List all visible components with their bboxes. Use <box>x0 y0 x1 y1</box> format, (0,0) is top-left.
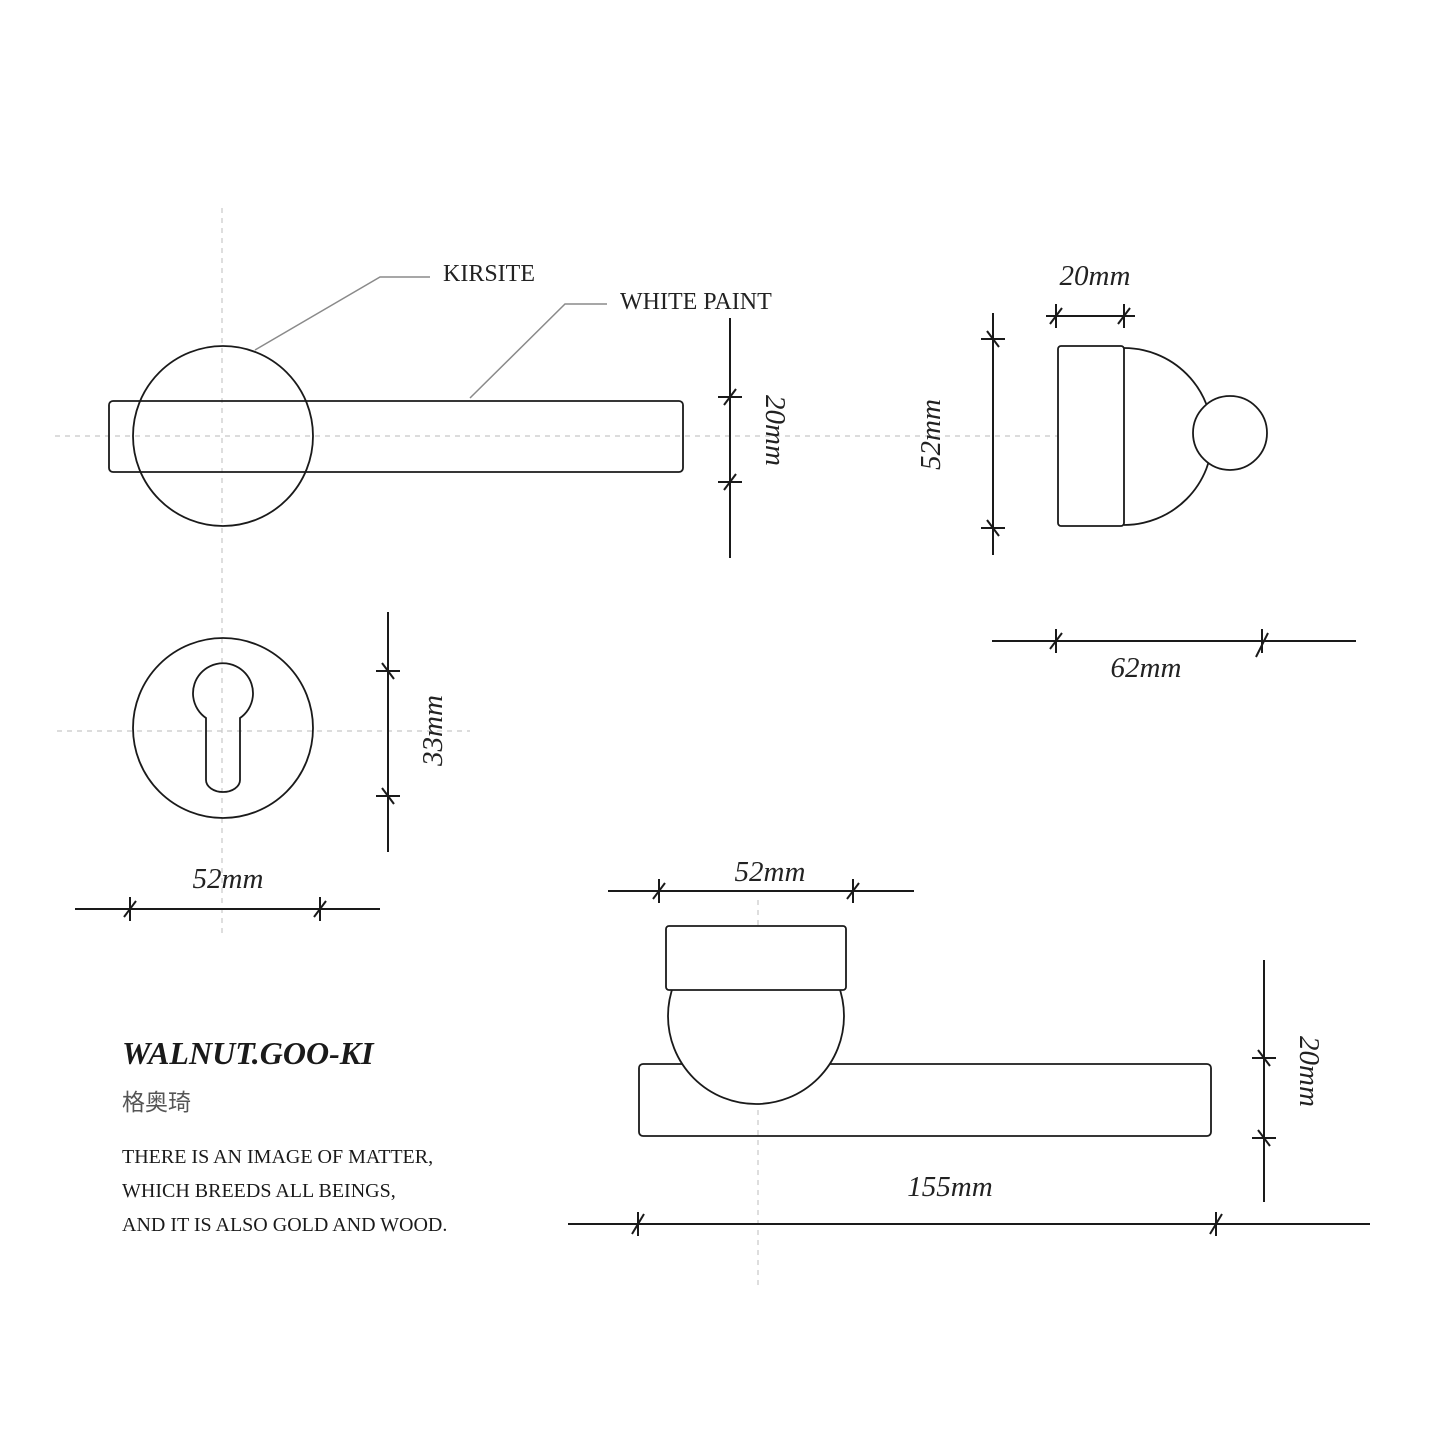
tagline-line: THERE IS AN IMAGE OF MATTER, <box>122 1146 433 1168</box>
tagline-line: WHICH BREEDS ALL BEINGS, <box>122 1180 396 1202</box>
label-white-paint: WHITE PAINT <box>469 289 772 399</box>
dim-lever-length: 155mm <box>568 1171 1370 1236</box>
dim-rose-height-side: 52mm <box>915 313 1005 555</box>
brand-block: WALNUT.GOO-KI 格奥琦 THERE IS AN IMAGE OF M… <box>122 1035 447 1236</box>
svg-text:20mm: 20mm <box>759 395 791 466</box>
svg-text:52mm: 52mm <box>193 863 264 895</box>
svg-text:52mm: 52mm <box>915 399 947 470</box>
dim-lever-thickness-front: 20mm <box>718 318 791 558</box>
brand-name: WALNUT.GOO-KI <box>122 1035 375 1071</box>
label-kirsite: KIRSITE <box>254 261 535 351</box>
svg-text:52mm: 52mm <box>735 856 806 888</box>
svg-text:20mm: 20mm <box>1293 1036 1325 1107</box>
dim-escutcheon-diameter: 52mm <box>75 863 380 921</box>
svg-text:33mm: 33mm <box>417 695 449 767</box>
keyhole <box>192 662 254 793</box>
svg-text:KIRSITE: KIRSITE <box>443 261 535 287</box>
brand-name-cn: 格奥琦 <box>122 1090 191 1116</box>
dim-lever-thickness-top: 20mm <box>1252 960 1325 1202</box>
side-view <box>1057 345 1268 527</box>
escutcheon-view <box>132 637 314 819</box>
svg-text:155mm: 155mm <box>907 1171 992 1203</box>
dim-rose-width-side: 20mm <box>1046 260 1135 328</box>
centerlines <box>55 208 1090 1285</box>
svg-text:20mm: 20mm <box>1060 260 1131 292</box>
svg-text:62mm: 62mm <box>1111 652 1182 684</box>
dim-rose-diameter-top: 52mm <box>608 856 914 903</box>
dim-keyhole-height: 33mm <box>376 612 449 852</box>
front-view-lever <box>108 345 684 527</box>
tagline-line: AND IT IS ALSO GOLD AND WOOD. <box>122 1214 447 1236</box>
top-view <box>638 925 1212 1137</box>
svg-text:WHITE PAINT: WHITE PAINT <box>620 289 772 315</box>
dim-projection-side: 62mm <box>992 629 1356 684</box>
